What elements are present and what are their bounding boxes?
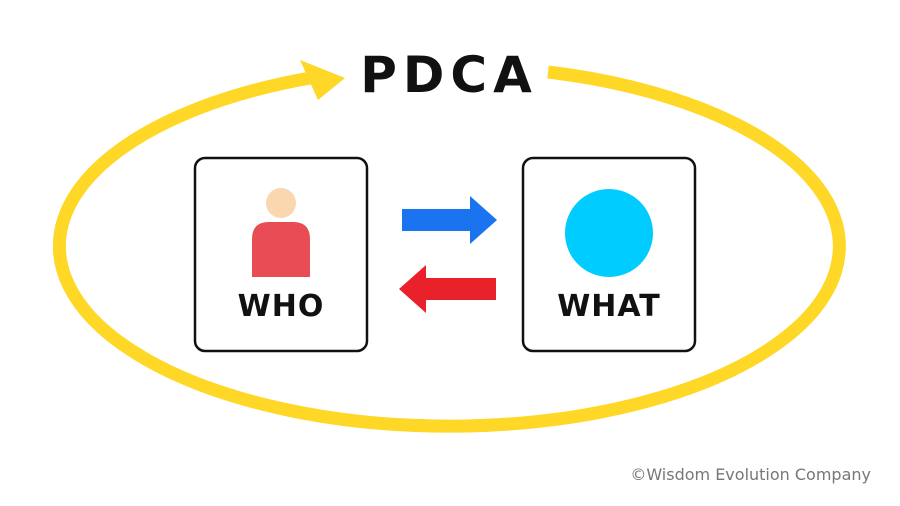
- what-box: WHAT: [521, 156, 697, 353]
- what-label: WHAT: [557, 289, 661, 324]
- circle-icon: [565, 189, 653, 277]
- arrow-left-icon: [399, 265, 496, 313]
- who-box: WHO: [193, 156, 369, 353]
- person-head: [266, 188, 296, 218]
- person-icon: [252, 188, 310, 277]
- arrow-right-icon: [402, 196, 497, 244]
- cycle-ellipse: [52, 65, 846, 433]
- person-body: [252, 222, 310, 277]
- copyright-text: ©Wisdom Evolution Company: [630, 465, 871, 484]
- cycle-arrow-icon: [52, 60, 846, 433]
- cycle-arrowhead: [300, 60, 345, 100]
- who-label: WHO: [238, 289, 325, 324]
- page-title: PDCA: [360, 46, 538, 104]
